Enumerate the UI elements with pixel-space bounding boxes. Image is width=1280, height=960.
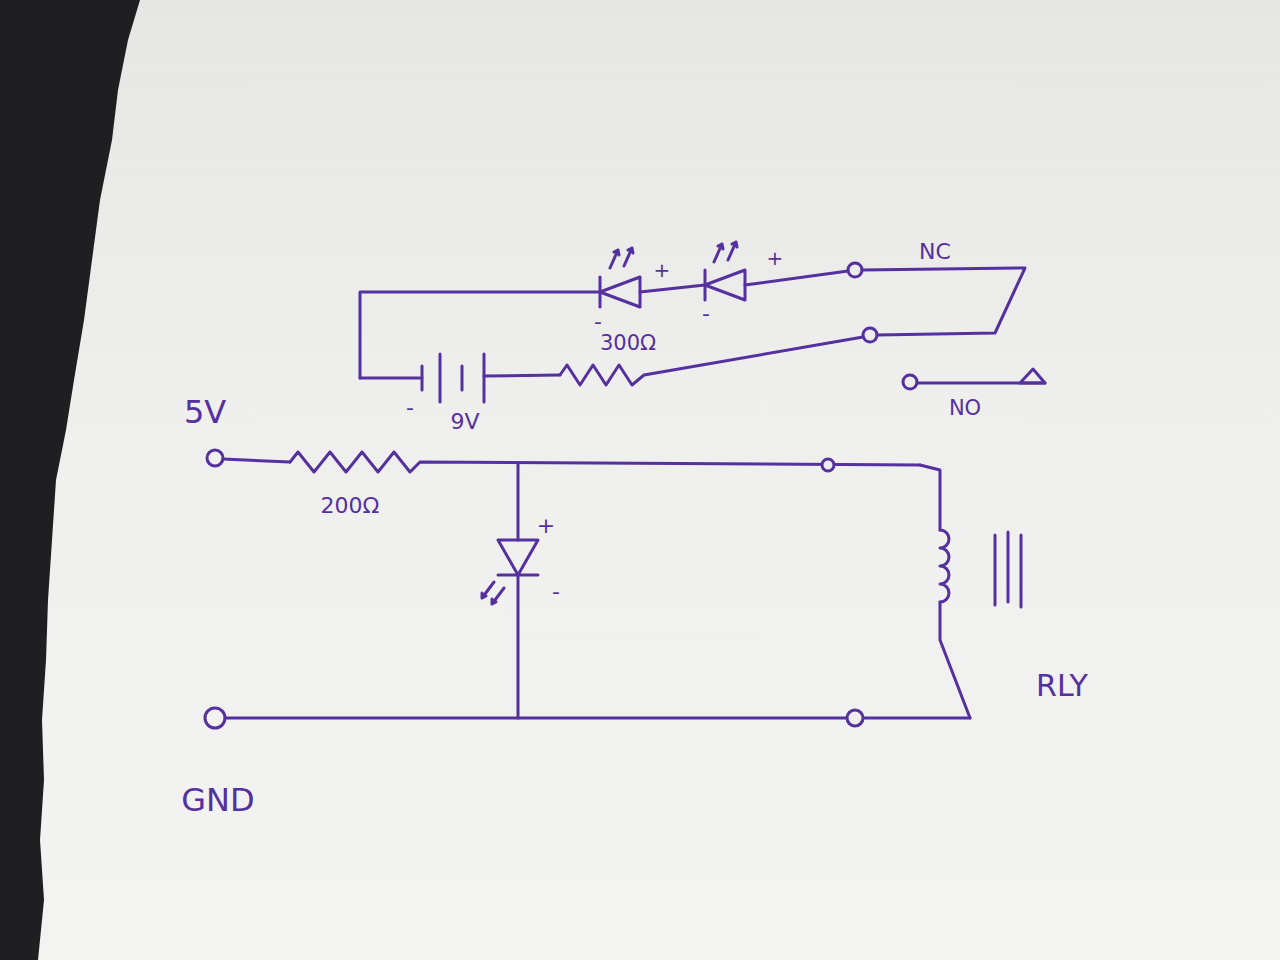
relay-core — [995, 532, 1021, 607]
polarity-mark: + — [654, 260, 671, 280]
terminal — [903, 375, 917, 389]
led-symbol — [705, 270, 745, 300]
wire — [360, 292, 600, 378]
led-symbol — [498, 540, 538, 575]
wire — [517, 575, 520, 718]
torn-edge-background — [0, 0, 140, 960]
wire — [223, 459, 290, 462]
wire — [940, 602, 970, 718]
polarity-mark: - — [406, 397, 414, 419]
terminal — [847, 710, 863, 726]
component-name: RLY — [1036, 671, 1088, 701]
wire — [360, 377, 422, 380]
relay-contact — [862, 268, 1025, 335]
terminal — [205, 708, 225, 728]
led-symbol — [600, 277, 640, 307]
led-symbol — [599, 277, 602, 307]
resistor-symbol — [290, 452, 920, 472]
polarity-mark: - — [702, 303, 710, 325]
contact-mark — [1020, 369, 1045, 383]
polarity-mark: - — [594, 311, 602, 333]
light-arrows — [482, 582, 504, 604]
polarity-mark: + — [537, 515, 555, 537]
signal-name: GND — [181, 784, 254, 816]
led-symbol — [704, 270, 707, 300]
wire — [517, 464, 520, 540]
contact-label: NO — [949, 398, 981, 419]
signal-name: 5V — [184, 396, 226, 428]
wire — [484, 375, 560, 376]
wire — [745, 271, 848, 285]
terminal — [863, 328, 877, 342]
terminal — [848, 263, 862, 277]
relay-coil — [940, 530, 949, 602]
battery-symbol — [422, 354, 484, 402]
component-value: 300Ω — [600, 333, 656, 354]
component-value: 9V — [450, 411, 479, 433]
light-arrows — [610, 248, 633, 268]
contact-label: NC — [919, 241, 951, 263]
wiring — [205, 242, 1045, 728]
polarity-mark: - — [552, 581, 560, 603]
terminal — [207, 450, 223, 466]
component-value: 200Ω — [321, 495, 380, 517]
polarity-mark: + — [767, 248, 784, 268]
light-arrows — [714, 242, 737, 262]
wire — [640, 285, 705, 292]
wire — [920, 465, 940, 530]
terminal — [822, 459, 834, 471]
